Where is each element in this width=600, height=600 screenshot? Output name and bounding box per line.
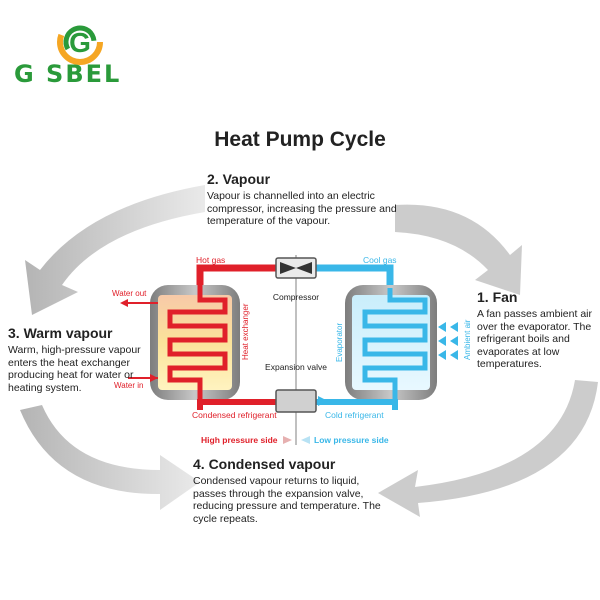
stage-vapour-text: Vapour is channelled into an electric co… — [207, 190, 397, 227]
cold-refrigerant-label: Cold refrigerant — [325, 410, 384, 420]
stage-condensed-vapour-text: Condensed vapour returns to liquid, pass… — [193, 475, 381, 525]
heat-exchanger-label: Heat exchanger — [241, 303, 250, 360]
ambient-air-arrow — [438, 350, 446, 360]
expansion-valve-arrow — [318, 396, 328, 406]
water-out-arrow — [120, 299, 128, 307]
high-pressure-arrow — [283, 436, 292, 444]
cycle-arrow-bottom-left — [20, 405, 200, 510]
logo-swirl-green — [63, 25, 97, 59]
cycle-arrow-top-right — [395, 204, 522, 295]
water-in-label: Water in — [114, 381, 144, 390]
ambient-air-arrow — [438, 336, 446, 346]
condensed-refrigerant-pipe — [197, 399, 278, 410]
stage-fan: 1. Fan A fan passes ambient air over the… — [477, 289, 597, 371]
ambient-air-arrow — [438, 322, 446, 332]
evaporator-coil — [362, 288, 428, 410]
stage-fan-text: A fan passes ambient air over the evapor… — [477, 308, 592, 370]
ambient-air-label: Ambient air — [463, 319, 472, 360]
compressor-label: Compressor — [273, 292, 319, 302]
evaporator-label: Evaporator — [335, 323, 344, 362]
cool-gas-label: Cool gas — [363, 255, 397, 265]
cycle-arrow-top-left — [25, 185, 205, 315]
logo-letter: G — [69, 27, 91, 58]
high-pressure-side-label: High pressure side — [201, 435, 278, 445]
brand-name: G SBEL — [14, 60, 122, 88]
stage-condensed-vapour-heading: 4. Condensed vapour — [193, 456, 336, 472]
expansion-valve-label: Expansion valve — [265, 362, 327, 372]
ambient-air-arrow — [450, 350, 458, 360]
cold-refrigerant-pipe — [316, 399, 398, 410]
stage-warm-vapour-heading: 3. Warm vapour — [8, 325, 113, 341]
stage-fan-heading: 1. Fan — [477, 289, 518, 305]
page-title: Heat Pump Cycle — [214, 128, 386, 151]
cycle-arrow-bottom-right — [378, 380, 598, 517]
ambient-air-arrow — [450, 322, 458, 332]
logo-swirl-orange — [57, 19, 103, 65]
compressor-valve-shape-2 — [296, 262, 312, 274]
stage-warm-vapour-text: Warm, high-pressure vapour enters the he… — [8, 344, 141, 394]
stage-vapour-heading: 2. Vapour — [207, 171, 271, 187]
heat-exchanger-coil — [167, 285, 228, 410]
hot-gas-label: Hot gas — [196, 255, 225, 265]
water-out-label: Water out — [112, 289, 147, 298]
low-pressure-arrow — [301, 436, 310, 444]
brand-logo: G — [57, 19, 103, 65]
cool-gas-pipe — [316, 264, 394, 288]
condensed-refrigerant-label: Condensed refrigerant — [192, 410, 277, 420]
hot-gas-pipe — [196, 264, 278, 285]
expansion-valve-body — [275, 389, 317, 413]
ambient-air-arrow — [450, 336, 458, 346]
stage-warm-vapour: 3. Warm vapour Warm, high-pressure vapou… — [8, 325, 143, 394]
compressor-valve-shape — [280, 262, 296, 274]
stage-condensed-vapour: 4. Condensed vapour Condensed vapour ret… — [193, 456, 393, 525]
water-in-arrow — [150, 374, 158, 382]
stage-vapour: 2. Vapour Vapour is channelled into an e… — [207, 171, 397, 228]
low-pressure-side-label: Low pressure side — [314, 435, 389, 445]
